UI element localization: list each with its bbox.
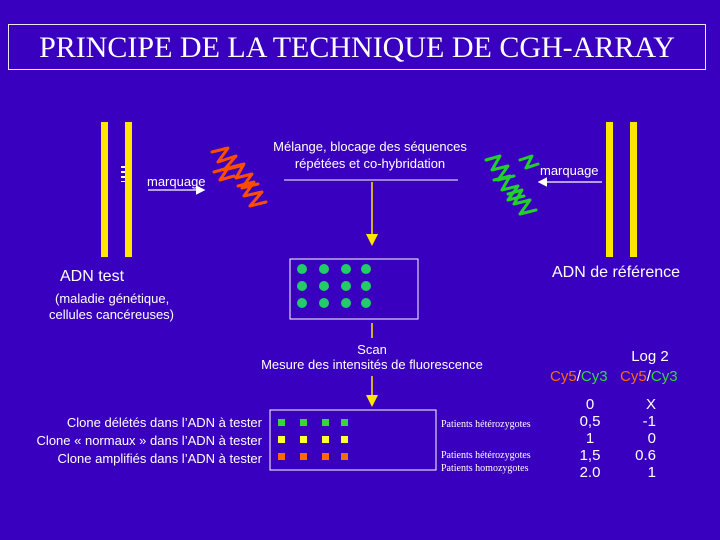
slash-label: / <box>576 368 581 385</box>
red-dna-fragment-3 <box>236 180 268 208</box>
cy5-label: Cy5 <box>550 368 577 385</box>
right-chromosome-2 <box>630 122 637 257</box>
left-marquage-label: marquage <box>147 174 206 189</box>
log-value: X <box>645 396 656 413</box>
adn-test-note-line2: cellules cancéreuses) <box>49 307 175 322</box>
right-marquage-label: marquage <box>540 163 599 178</box>
patients-heterozygous-2: Patients hétérozygotes <box>441 450 531 461</box>
clone-deleted-label: Clone délétés dans l’ADN à tester <box>66 415 262 430</box>
cy3-label: Cy3 <box>580 368 608 385</box>
ratio-value: 1 <box>585 430 595 447</box>
green-dna-fragment-3 <box>506 188 538 216</box>
right-chromosome-1 <box>606 122 613 257</box>
mix-text: Mélange, blocage des séquences répétées … <box>250 138 490 172</box>
left-chromosome-fragment-marks <box>121 166 125 182</box>
ratio-values-column: 0 0,5 1 1,5 2.0 <box>572 396 608 481</box>
left-labeled-dna-fragments <box>210 146 268 208</box>
scan-text: Scan Mesure des intensités de fluorescen… <box>232 342 512 372</box>
ratio-value: 0 <box>585 396 595 413</box>
log-cy5-label: Cy5 <box>620 368 647 385</box>
log-value: 1 <box>647 464 656 481</box>
microarray-slide <box>289 258 419 320</box>
red-dna-fragment-2 <box>226 162 260 190</box>
patients-homozygous: Patients homozygotes <box>441 463 529 474</box>
clone-normal-label: Clone « normaux » dans l’ADN à tester <box>36 433 262 448</box>
adn-test-note-line1: (maladie génétique, <box>55 291 170 306</box>
adn-test-label: ADN test <box>60 268 125 285</box>
log-value: -1 <box>642 413 656 430</box>
log-slash-label: / <box>646 368 651 385</box>
scanned-spots-row-deleted <box>278 419 348 426</box>
log-value: 0.6 <box>635 447 656 464</box>
red-dna-fragment-4 <box>212 166 236 182</box>
microarray-spots <box>297 264 371 308</box>
mix-line-2: répétées et co-hybridation <box>294 156 446 171</box>
clone-legend: Clone délétés dans l’ADN à tester Clone … <box>0 414 262 468</box>
log-value: 0 <box>647 430 656 447</box>
adn-reference-label: ADN de référence <box>552 264 681 281</box>
ratio-value: 0,5 <box>579 413 601 430</box>
log-ratio-header: Cy5/Cy3 <box>620 368 678 385</box>
log2-header: Log 2 <box>631 348 669 365</box>
scanned-spots-row-amplified <box>278 453 348 460</box>
mix-line-1: Mélange, blocage des séquences <box>273 139 467 154</box>
scanned-spots-row-normal <box>278 436 348 443</box>
left-chromosome-2 <box>125 122 132 257</box>
ratio-value: 2.0 <box>579 464 601 481</box>
green-dna-fragment-4 <box>518 154 540 170</box>
log-cy3-label: Cy3 <box>650 368 678 385</box>
ratio-value: 1,5 <box>579 447 601 464</box>
scan-subtitle: Mesure des intensités de fluorescence <box>261 357 483 372</box>
patients-heterozygous-1: Patients hétérozygotes <box>441 419 531 430</box>
left-chromosome-1 <box>101 122 108 257</box>
log-values-column: X -1 0 0.6 1 <box>622 396 656 481</box>
scan-title: Scan <box>357 342 387 357</box>
page-title: PRINCIPE DE LA TECHNIQUE DE CGH-ARRAY <box>8 24 706 70</box>
clone-amplified-label: Clone amplifiés dans l’ADN à tester <box>57 451 262 466</box>
green-dna-fragment-2 <box>492 174 526 202</box>
scanned-slide <box>269 409 437 471</box>
right-labeled-dna-fragments <box>484 154 540 216</box>
ratio-header: Cy5/Cy3 <box>550 368 608 385</box>
